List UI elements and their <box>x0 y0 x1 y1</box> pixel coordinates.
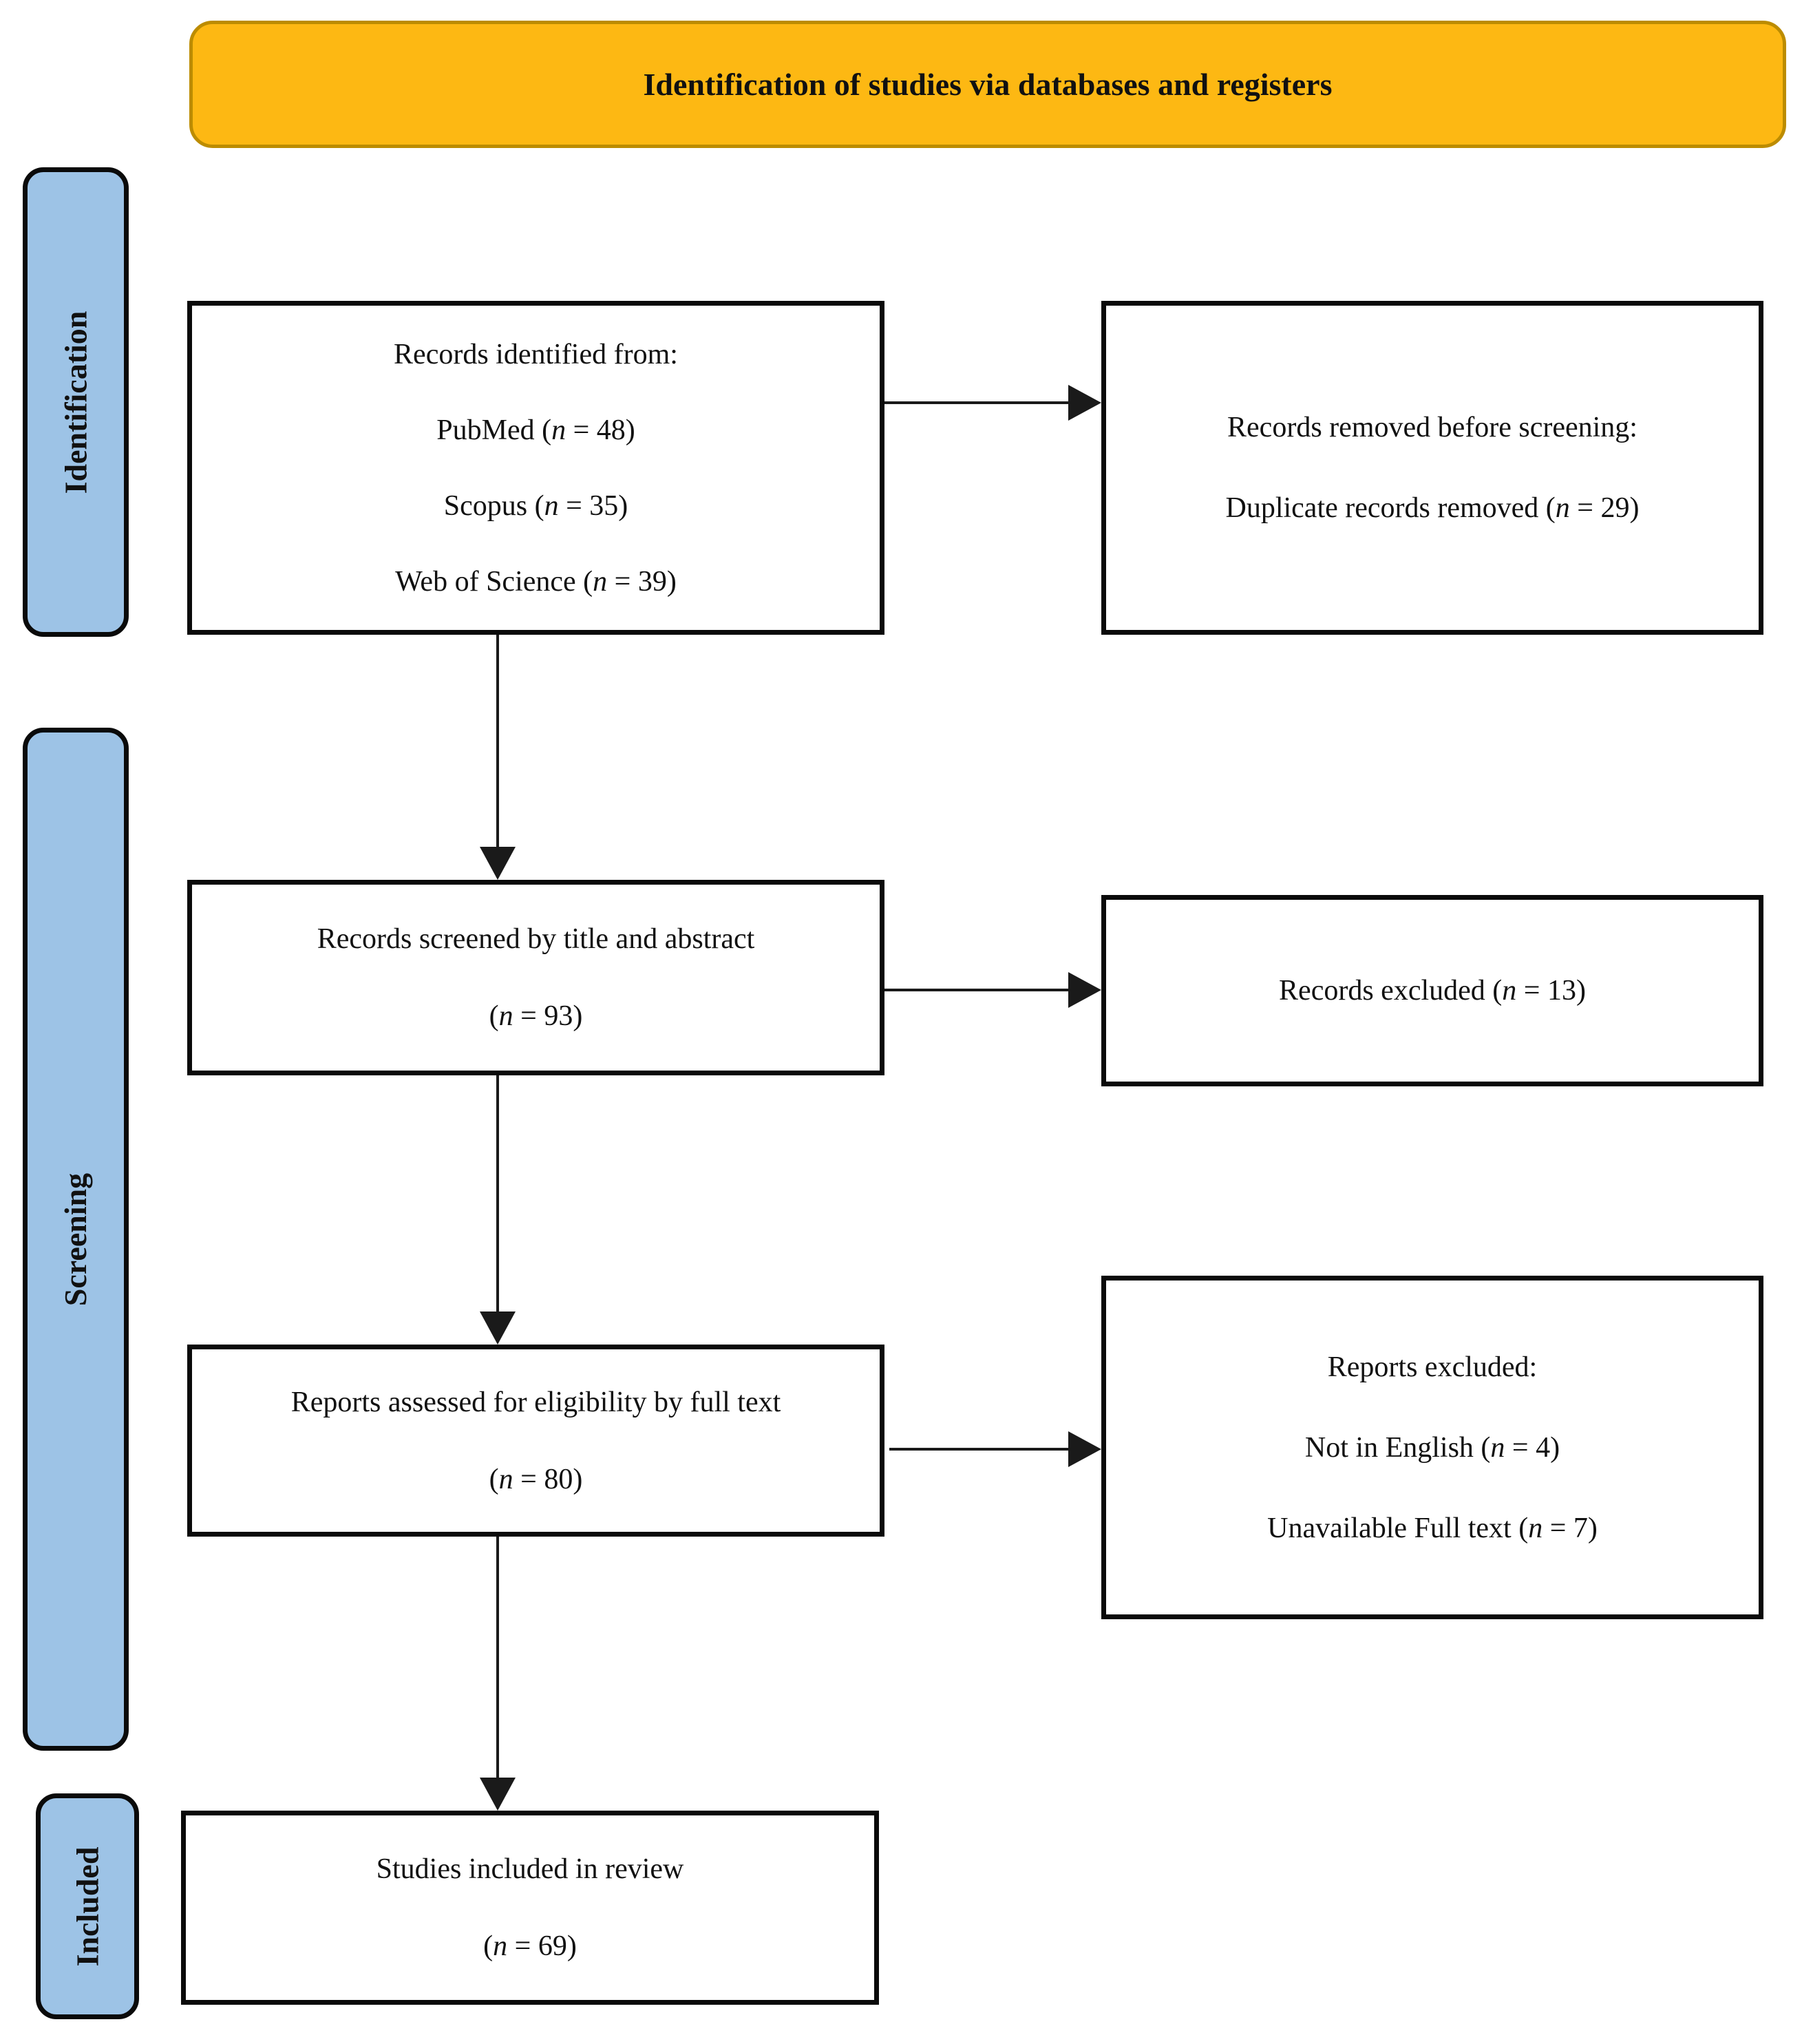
records-excluded-box: Records excluded (n = 13) <box>1101 895 1763 1086</box>
stage-label-screening: Screening <box>23 728 129 1751</box>
records-removed-box: Records removed before screening: Duplic… <box>1101 301 1763 635</box>
stage-label-text: Screening <box>58 1172 94 1306</box>
studies-included-box: Studies included in review (n = 69) <box>181 1811 879 2005</box>
text-line: (n = 93) <box>489 1000 583 1032</box>
text-line: Studies included in review <box>376 1853 684 1885</box>
text-line: PubMed (n = 48) <box>436 414 635 446</box>
text-line: Not in English (n = 4) <box>1304 1431 1560 1464</box>
arrow-down-icon <box>480 1778 516 1811</box>
stage-label-identification: Identification <box>23 167 129 637</box>
text-line: Duplicate records removed (n = 29) <box>1225 492 1640 524</box>
text-line: Records removed before screening: <box>1227 412 1637 443</box>
arrow-assessed-to-reports-excluded <box>889 1448 1072 1451</box>
stage-label-text: Included <box>70 1846 105 1966</box>
reports-excluded-box: Reports excluded: Not in English (n = 4)… <box>1101 1276 1763 1619</box>
text-line: (n = 80) <box>489 1463 583 1495</box>
records-identified-box: Records identified from: PubMed (n = 48)… <box>187 301 884 635</box>
text-line: Scopus (n = 35) <box>443 489 628 522</box>
text-line: Records screened by title and abstract <box>317 923 755 955</box>
text-line: Unavailable Full text (n = 7) <box>1267 1512 1598 1544</box>
arrow-right-icon <box>1068 1431 1101 1467</box>
text-line: Reports assessed for eligibility by full… <box>290 1386 781 1418</box>
text-line: Reports excluded: <box>1327 1351 1538 1383</box>
reports-assessed-box: Reports assessed for eligibility by full… <box>187 1345 884 1537</box>
text-line: Records excluded (n = 13) <box>1279 975 1586 1007</box>
text-line: Web of Science (n = 39) <box>395 565 677 598</box>
text-line: Records identified from: <box>394 338 678 370</box>
arrow-right-icon <box>1068 972 1101 1008</box>
text-line: (n = 69) <box>483 1930 577 1962</box>
records-screened-box: Records screened by title and abstract (… <box>187 880 884 1075</box>
arrow-right-icon <box>1068 385 1101 421</box>
arrow-down-icon <box>480 847 516 880</box>
arrow-assessed-to-included <box>496 1537 499 1780</box>
arrow-identified-to-removed <box>884 401 1072 404</box>
stage-label-text: Identification <box>58 310 94 494</box>
banner-identification-of-studies: Identification of studies via databases … <box>189 21 1786 148</box>
arrow-down-icon <box>480 1311 516 1345</box>
arrow-screened-to-assessed <box>496 1075 499 1314</box>
arrow-identified-to-screened <box>496 635 499 850</box>
banner-title: Identification of studies via databases … <box>643 67 1333 102</box>
arrow-screened-to-excluded <box>884 989 1072 991</box>
stage-label-included: Included <box>36 1793 139 2019</box>
